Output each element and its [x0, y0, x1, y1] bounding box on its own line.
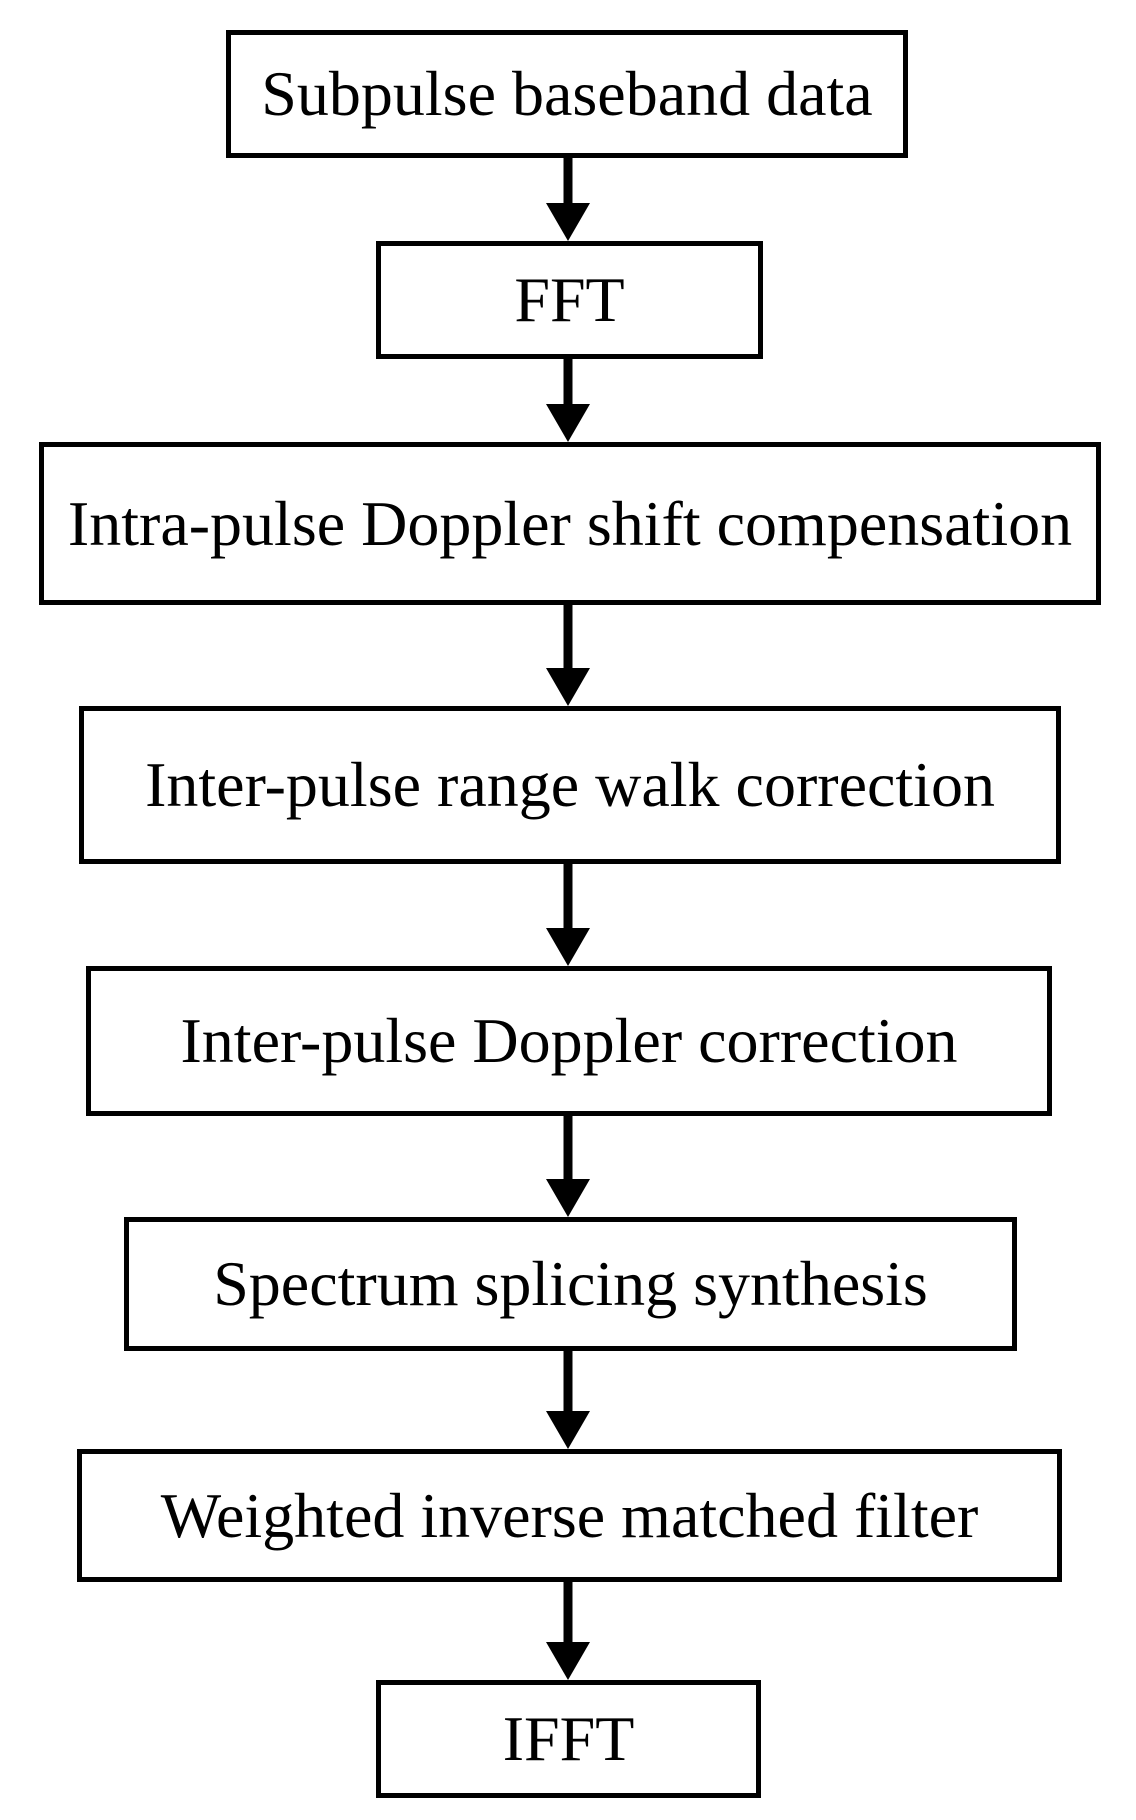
step-label: IFFT: [502, 1703, 635, 1774]
step-subpulse-baseband-data: Subpulse baseband data: [226, 30, 908, 158]
step-inter-pulse-range-walk-correction: Inter-pulse range walk correction: [79, 706, 1061, 864]
arrow-2: [546, 359, 590, 442]
arrow-6: [546, 1351, 590, 1449]
arrow-3: [546, 605, 590, 706]
step-intra-pulse-doppler-shift-compensation: Intra-pulse Doppler shift compensation: [39, 442, 1101, 605]
step-label: FFT: [514, 264, 625, 335]
step-ifft: IFFT: [376, 1680, 761, 1798]
arrow-1: [546, 158, 590, 241]
step-label: Inter-pulse Doppler correction: [180, 1005, 958, 1076]
arrow-7: [546, 1582, 590, 1680]
step-weighted-inverse-matched-filter: Weighted inverse matched filter: [77, 1449, 1062, 1582]
step-label: Subpulse baseband data: [261, 58, 873, 129]
arrow-5: [546, 1116, 590, 1217]
step-inter-pulse-doppler-correction: Inter-pulse Doppler correction: [86, 966, 1052, 1116]
step-label: Weighted inverse matched filter: [160, 1479, 979, 1551]
step-label: Intra-pulse Doppler shift compensation: [67, 487, 1073, 559]
step-spectrum-splicing-synthesis: Spectrum splicing synthesis: [124, 1217, 1017, 1351]
step-label: Spectrum splicing synthesis: [213, 1248, 928, 1319]
step-fft: FFT: [376, 241, 763, 359]
step-label: Inter-pulse range walk correction: [145, 749, 995, 820]
arrow-4: [546, 864, 590, 966]
